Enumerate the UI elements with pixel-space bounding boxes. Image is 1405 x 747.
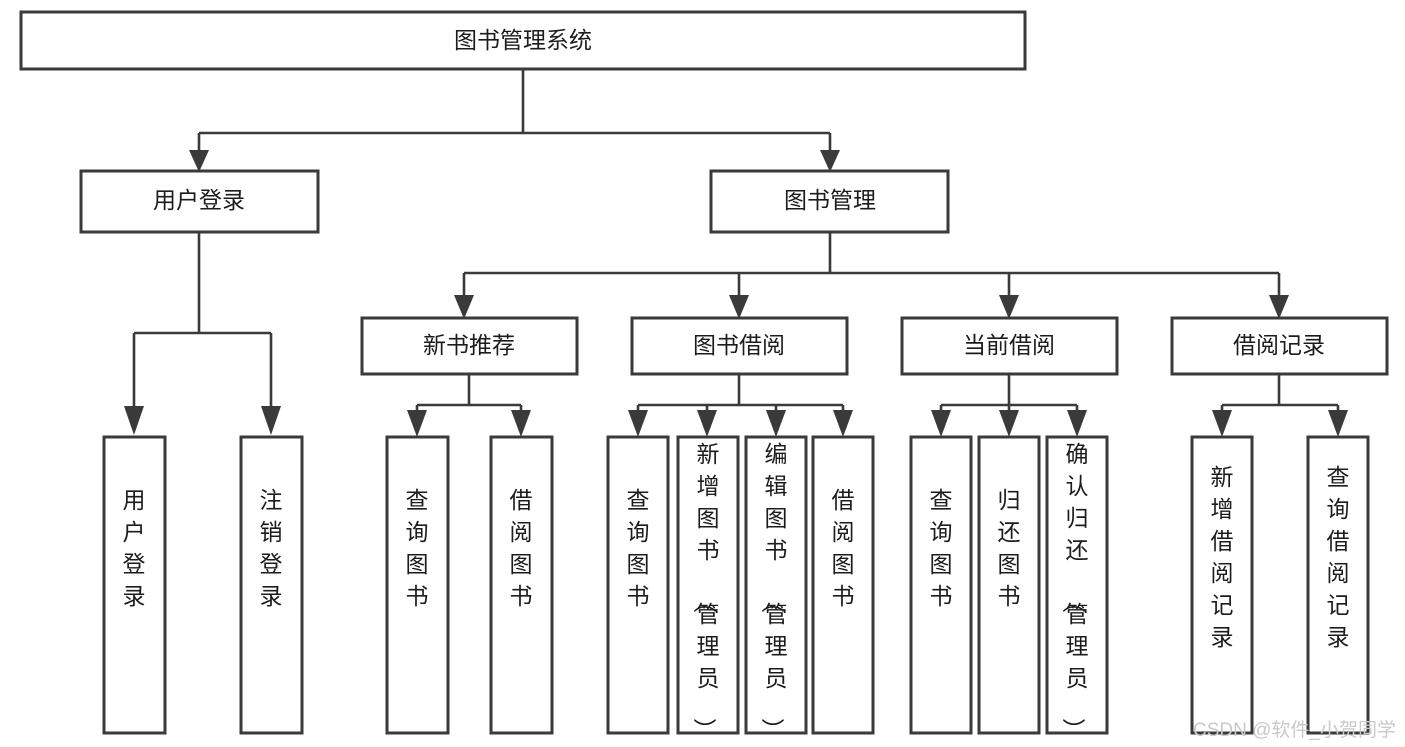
node-leaf-add-record[interactable]: 新增借阅记录 [1190,435,1254,735]
node-leaf-confirm-return-label: 确认归还（管理员） [1061,441,1089,741]
arrow-head-leaf-query-book-1 [407,410,427,437]
node-current-borrow-label: 当前借阅 [963,332,1055,358]
node-leaf-query-book-2-label: 查询图书 [627,487,650,609]
node-leaf-query-book-2-box[interactable] [606,435,670,735]
node-user-login-box[interactable] [79,169,320,234]
node-new-book-recommend-box[interactable] [360,316,579,376]
node-leaf-edit-book[interactable]: 编辑图书（管理员） [744,435,808,741]
node-leaf-edit-book-box[interactable] [744,435,808,735]
node-leaf-query-book-3-label: 查询图书 [930,487,953,609]
node-leaf-borrow-book-1-box[interactable] [489,435,554,735]
node-leaf-user-logout-box[interactable] [239,435,304,735]
node-leaf-confirm-return-box[interactable] [1045,435,1109,735]
arrow-head-leaf-add-record [1212,410,1232,437]
node-leaf-borrow-book-2-label: 借阅图书 [832,487,855,609]
node-leaf-user-logout-label: 注销登录 [260,487,283,609]
arrow-head-borrow-record [1269,295,1289,319]
node-leaf-return-book[interactable]: 归还图书 [977,435,1041,735]
arrow-head-current-borrow [999,295,1019,319]
node-user-login-label: 用户登录 [153,187,245,213]
node-leaf-query-book-1-label: 查询图书 [406,487,429,609]
arrow-head-leaf-return-book [999,410,1019,437]
arrow-head-new-book-recommend [454,295,474,319]
node-leaf-return-book-label: 归还图书 [998,487,1021,609]
node-leaf-query-book-3-box[interactable] [909,435,973,735]
node-leaf-add-book-box[interactable] [676,435,740,735]
arrow-head-book-borrow [729,295,749,319]
node-leaf-add-book[interactable]: 新增图书（管理员） [676,435,740,741]
node-leaf-user-login-box[interactable] [102,435,167,735]
arrow-head-leaf-borrow-book-2 [833,410,853,437]
node-book-management-label: 图书管理 [784,187,876,213]
node-book-borrow-box[interactable] [630,316,849,376]
node-leaf-borrow-book-1[interactable]: 借阅图书 [489,435,554,735]
node-book-borrow[interactable]: 图书借阅 [630,316,849,376]
arrow-head-leaf-borrow-book-1 [511,410,531,437]
node-root-box[interactable] [19,10,1027,71]
node-new-book-recommend[interactable]: 新书推荐 [360,316,579,376]
node-leaf-borrow-book-2-box[interactable] [811,435,875,735]
node-leaf-return-book-box[interactable] [977,435,1041,735]
arrow-head-book-management [820,150,840,172]
node-root[interactable]: 图书管理系统 [19,10,1027,71]
node-leaf-query-record-label: 查询借阅记录 [1327,464,1350,650]
arrow-head-leaf-confirm-return [1067,410,1087,437]
node-borrow-record[interactable]: 借阅记录 [1170,316,1389,376]
arrow-head-leaf-add-book [697,410,717,437]
node-leaf-query-record-box[interactable] [1306,435,1370,735]
node-leaf-query-book-3[interactable]: 查询图书 [909,435,973,735]
node-borrow-record-box[interactable] [1170,316,1389,376]
arrow-head-user-login [189,150,209,172]
node-root-label: 图书管理系统 [454,27,592,53]
arrow-head-leaf-user-logout [261,406,281,435]
node-leaf-add-record-label: 新增借阅记录 [1211,464,1234,650]
node-leaf-add-book-label: 新增图书（管理员） [692,441,720,741]
arrow-head-leaf-user-login [124,406,144,435]
connector-layer [124,69,1348,437]
node-leaf-user-logout[interactable]: 注销登录 [239,435,304,735]
node-current-borrow[interactable]: 当前借阅 [900,316,1119,376]
node-user-login[interactable]: 用户登录 [79,169,320,234]
node-leaf-query-record[interactable]: 查询借阅记录 [1306,435,1370,735]
arrow-head-leaf-query-book-3 [931,410,951,437]
node-book-management[interactable]: 图书管理 [709,169,950,234]
arrow-head-leaf-query-record [1328,410,1348,437]
node-leaf-query-book-2[interactable]: 查询图书 [606,435,670,735]
node-leaf-borrow-book-1-label: 借阅图书 [510,487,533,609]
node-book-borrow-label: 图书借阅 [693,332,785,358]
node-current-borrow-box[interactable] [900,316,1119,376]
watermark-label: CSDN @软件_小贺同学 [1193,719,1396,741]
node-leaf-add-record-box[interactable] [1190,435,1254,735]
node-leaf-edit-book-label: 编辑图书（管理员） [760,441,788,741]
arrow-head-leaf-query-book-2 [628,410,648,437]
node-leaf-borrow-book-2[interactable]: 借阅图书 [811,435,875,735]
node-leaf-query-book-1-box[interactable] [385,435,450,735]
node-borrow-record-label: 借阅记录 [1233,332,1325,358]
node-leaf-user-login-label: 用户登录 [123,487,146,609]
node-leaf-confirm-return[interactable]: 确认归还（管理员） [1045,435,1109,741]
arrow-head-leaf-edit-book [766,410,786,437]
node-leaf-query-book-1[interactable]: 查询图书 [385,435,450,735]
node-book-management-box[interactable] [709,169,950,234]
node-new-book-recommend-label: 新书推荐 [423,332,515,358]
node-leaf-user-login[interactable]: 用户登录 [102,435,167,735]
